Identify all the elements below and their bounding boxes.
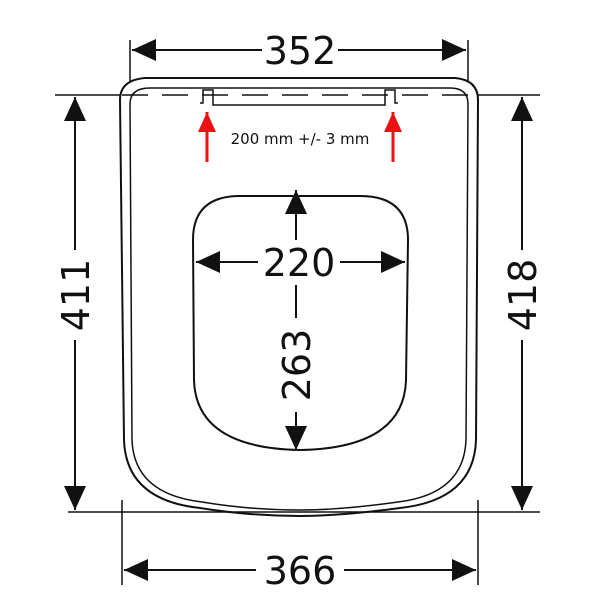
hinge-spacing-label: 200 mm +/- 3 mm xyxy=(231,130,370,148)
opening-width-label: 220 xyxy=(263,241,336,285)
bottom-width-label: 366 xyxy=(264,549,337,593)
opening-width-dimension: 220 xyxy=(196,241,405,285)
opening-length-dimension: 263 xyxy=(275,190,319,450)
hinge-notches xyxy=(200,89,398,106)
seat-outline xyxy=(118,77,480,518)
right-length-dimension: 418 xyxy=(501,97,545,510)
reference-lines xyxy=(55,40,540,585)
hinge-spacing-annotation: 200 mm +/- 3 mm xyxy=(198,112,402,162)
opening-length-label: 263 xyxy=(275,329,319,402)
top-width-label: 352 xyxy=(264,29,337,73)
left-length-dimension: 411 xyxy=(54,97,98,510)
seat-opening xyxy=(191,195,410,452)
right-length-label: 418 xyxy=(501,259,545,332)
top-width-dimension: 352 xyxy=(132,29,466,73)
left-length-label: 411 xyxy=(54,259,98,332)
bottom-width-dimension: 366 xyxy=(124,549,476,593)
